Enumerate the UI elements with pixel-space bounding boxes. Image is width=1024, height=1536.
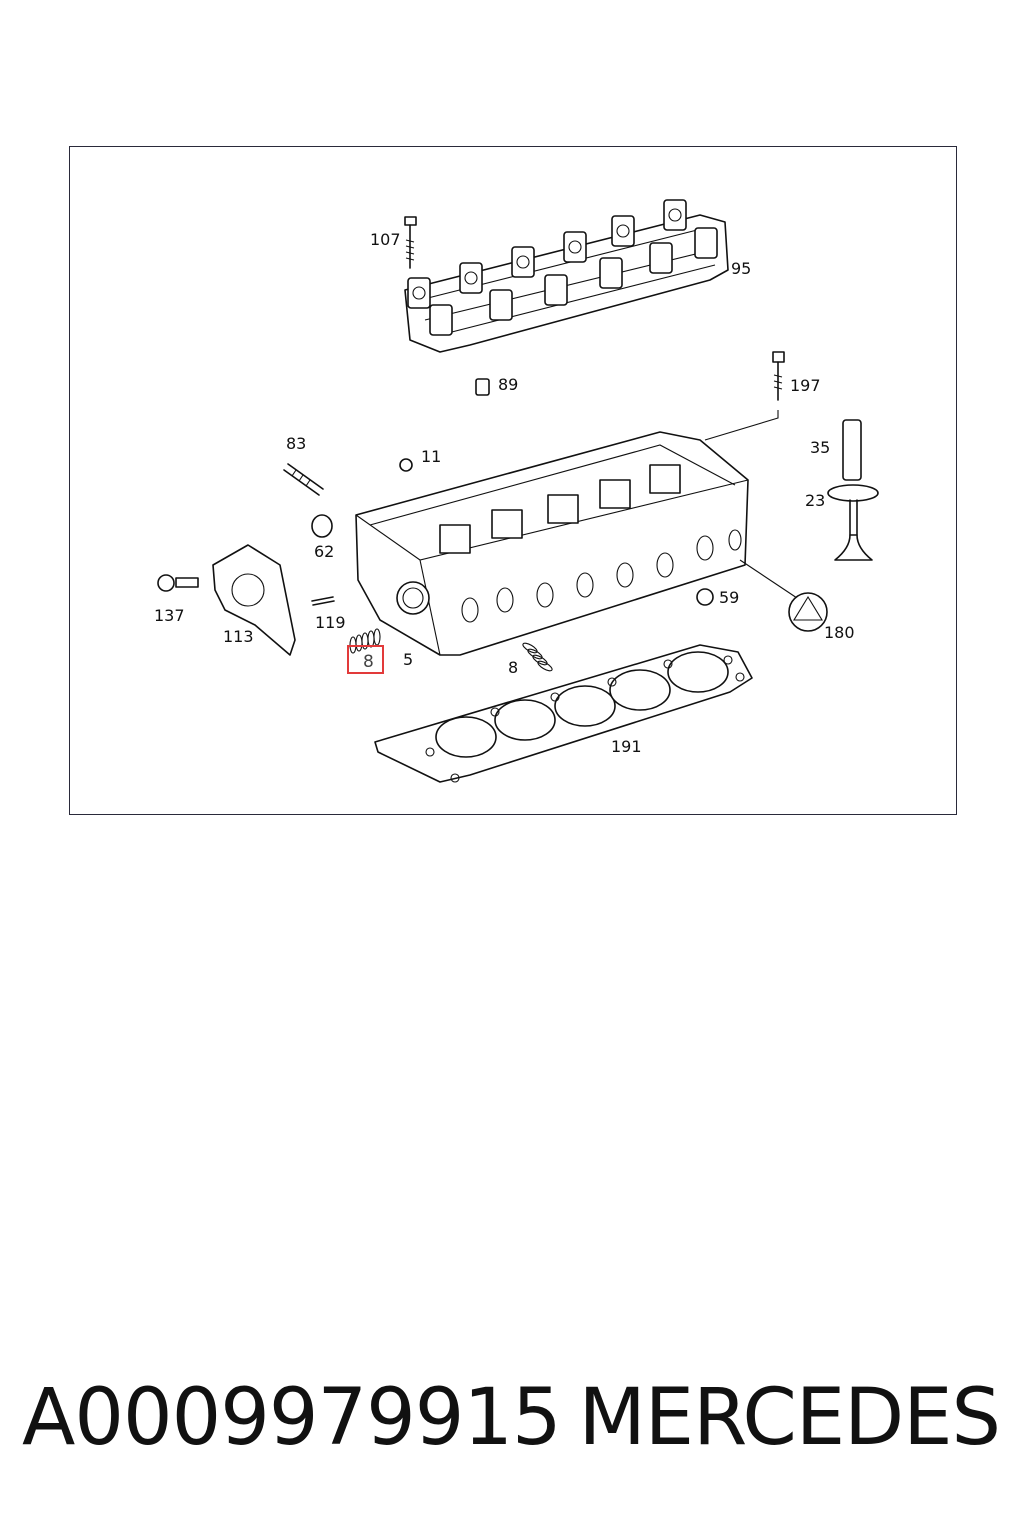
callout-191: 191 (611, 737, 642, 756)
callout-107: 107 (370, 230, 401, 249)
sleeve-89-drawing (475, 378, 490, 396)
callout-197: 197 (790, 376, 821, 395)
callout-95: 95 (731, 259, 751, 278)
callout-8-right: 8 (508, 658, 518, 677)
callout-137: 137 (154, 606, 185, 625)
plug-11-drawing (399, 458, 413, 472)
diagram-frame (69, 146, 957, 815)
callout-59: 59 (719, 588, 739, 607)
brand-name: MERCEDES (578, 1373, 1001, 1463)
part-number: A0009979915 (22, 1373, 562, 1463)
pin-119-drawing (311, 596, 335, 606)
spring-8-right-drawing (522, 642, 553, 672)
valve-drawing (827, 419, 879, 561)
callout-62: 62 (314, 542, 334, 561)
bolt-137-drawing (157, 574, 199, 592)
highlight-box (347, 645, 384, 674)
highlighted-callout-8: 8 (363, 652, 374, 672)
cover-113-drawing (212, 544, 296, 656)
callout-11: 11 (421, 447, 441, 466)
cylinder-head-drawing (355, 431, 801, 656)
cap-62-drawing (311, 514, 333, 538)
callout-89: 89 (498, 375, 518, 394)
callout-35: 35 (810, 438, 830, 457)
head-gasket-drawing (374, 644, 753, 783)
callout-23: 23 (805, 491, 825, 510)
camshaft-carrier-drawing (404, 199, 729, 353)
bolt-107-drawing (404, 216, 417, 269)
spring-8-left-drawing (349, 628, 381, 654)
callout-180: 180 (824, 623, 855, 642)
plug-59-drawing (696, 588, 714, 606)
callout-5: 5 (403, 650, 413, 669)
callout-119: 119 (315, 613, 346, 632)
bolt-197-drawing (704, 351, 785, 441)
stud-83-drawing (283, 463, 324, 496)
callout-83: 83 (286, 434, 306, 453)
cap-180-drawing (788, 592, 828, 632)
callout-113: 113 (223, 627, 254, 646)
footer: A0009979915 MERCEDES (0, 1368, 1024, 1468)
